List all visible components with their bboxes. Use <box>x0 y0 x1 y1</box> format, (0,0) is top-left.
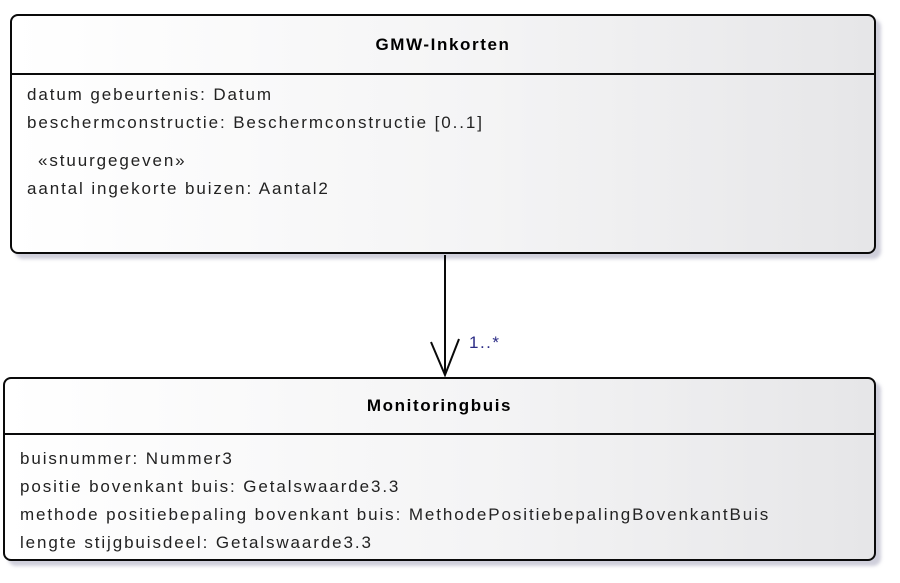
attribute-buisnummer: buisnummer: Nummer3 <box>20 449 234 468</box>
class-attributes-monitoringbuis: buisnummer: Nummer3 positie bovenkant bu… <box>5 435 874 557</box>
class-header-monitoringbuis: Monitoringbuis <box>5 379 874 435</box>
class-title-gmw-inkorten: GMW-Inkorten <box>375 34 511 54</box>
open-arrowhead-icon <box>430 338 460 378</box>
attribute-datum-gebeurtenis: datum gebeurtenis: Datum <box>27 85 273 104</box>
class-box-gmw-inkorten: GMW-Inkorten datum gebeurtenis: Datum be… <box>10 14 876 254</box>
class-header-gmw-inkorten: GMW-Inkorten <box>12 16 874 75</box>
attribute-beschermconstructie: beschermconstructie: Beschermconstructie… <box>27 113 484 132</box>
class-box-monitoringbuis: Monitoringbuis buisnummer: Nummer3 posit… <box>3 377 876 561</box>
attribute-aantal-ingekorte-buizen: aantal ingekorte buizen: Aantal2 <box>27 179 330 198</box>
class-title-monitoringbuis: Monitoringbuis <box>366 396 513 415</box>
multiplicity-label: 1..* <box>469 333 501 352</box>
attribute-methode-positiebepaling: methode positiebepaling bovenkant buis: … <box>20 505 771 524</box>
attribute-positie-bovenkant-buis: positie bovenkant buis: Getalswaarde3.3 <box>20 477 401 496</box>
stereotype-stuurgegeven: «stuurgegeven» <box>38 151 187 170</box>
class-attributes-gmw-inkorten: datum gebeurtenis: Datum beschermconstru… <box>12 75 874 203</box>
attribute-lengte-stijgbuisdeel: lengte stijgbuisdeel: Getalswaarde3.3 <box>20 533 373 552</box>
